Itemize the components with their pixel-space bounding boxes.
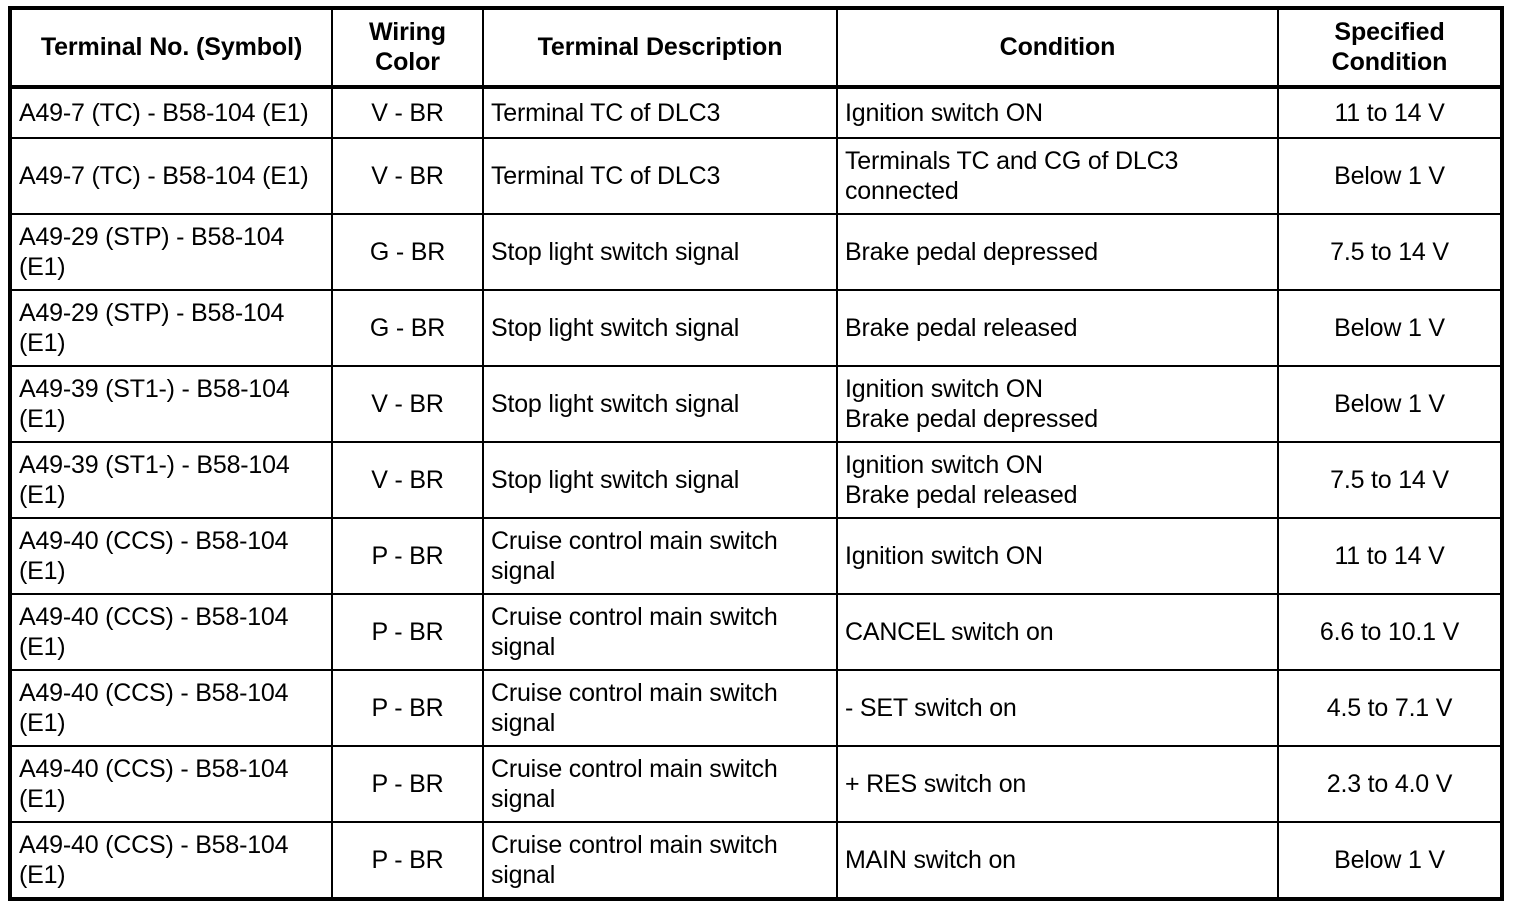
cell-descr: Stop light switch signal	[482, 213, 838, 291]
cell-cond: - SET switch on	[836, 669, 1279, 747]
cell-wiring: V - BR	[331, 86, 484, 139]
cell-terminal: A49-40 (CCS) - B58-104 (E1)	[9, 669, 333, 747]
cell-descr: Cruise control main switch signal	[482, 593, 838, 671]
cell-wiring: V - BR	[331, 137, 484, 215]
cell-terminal: A49-40 (CCS) - B58-104 (E1)	[9, 517, 333, 595]
column-header-specified-condition: Specified Condition	[1277, 7, 1503, 89]
cell-wiring: V - BR	[331, 365, 484, 443]
cell-spec-cond: 4.5 to 7.1 V	[1277, 669, 1503, 747]
cell-descr: Terminal TC of DLC3	[482, 137, 838, 215]
header-row: Terminal No. (Symbol) Wiring Color Termi…	[9, 7, 1503, 89]
cell-spec-cond: 7.5 to 14 V	[1277, 441, 1503, 519]
cell-cond: Ignition switch ON	[836, 86, 1279, 139]
column-header-terminal-description: Terminal Description	[482, 7, 838, 89]
cell-cond: Ignition switch ON Brake pedal depressed	[836, 365, 1279, 443]
cell-descr: Cruise control main switch signal	[482, 745, 838, 823]
terminal-specification-table: Terminal No. (Symbol) Wiring Color Termi…	[8, 6, 1504, 901]
column-header-condition: Condition	[836, 7, 1279, 89]
cell-wiring: V - BR	[331, 441, 484, 519]
cell-terminal: A49-39 (ST1-) - B58-104 (E1)	[9, 441, 333, 519]
cell-wiring: P - BR	[331, 745, 484, 823]
cell-wiring: G - BR	[331, 213, 484, 291]
cell-spec-cond: Below 1 V	[1277, 137, 1503, 215]
cell-terminal: A49-40 (CCS) - B58-104 (E1)	[9, 593, 333, 671]
cell-terminal: A49-7 (TC) - B58-104 (E1)	[9, 137, 333, 215]
cell-cond: Ignition switch ON	[836, 517, 1279, 595]
cell-terminal: A49-29 (STP) - B58-104 (E1)	[9, 289, 333, 367]
cell-descr: Cruise control main switch signal	[482, 821, 838, 900]
cell-descr: Stop light switch signal	[482, 365, 838, 443]
cell-terminal: A49-39 (ST1-) - B58-104 (E1)	[9, 365, 333, 443]
cell-descr: Stop light switch signal	[482, 289, 838, 367]
cell-descr: Stop light switch signal	[482, 441, 838, 519]
cell-spec-cond: 7.5 to 14 V	[1277, 213, 1503, 291]
cell-descr: Cruise control main switch signal	[482, 669, 838, 747]
cell-descr: Terminal TC of DLC3	[482, 86, 838, 139]
cell-cond: Ignition switch ON Brake pedal released	[836, 441, 1279, 519]
cell-spec-cond: Below 1 V	[1277, 289, 1503, 367]
cell-wiring: P - BR	[331, 593, 484, 671]
cell-wiring: P - BR	[331, 821, 484, 900]
cell-cond: CANCEL switch on	[836, 593, 1279, 671]
cell-wiring: P - BR	[331, 669, 484, 747]
cell-cond: + RES switch on	[836, 745, 1279, 823]
document-sheet: Terminal No. (Symbol) Wiring Color Termi…	[8, 6, 1504, 901]
cell-terminal: A49-40 (CCS) - B58-104 (E1)	[9, 745, 333, 823]
cell-cond: Terminals TC and CG of DLC3 connected	[836, 137, 1279, 215]
column-header-wiring-color: Wiring Color	[331, 7, 484, 89]
cell-cond: MAIN switch on	[836, 821, 1279, 900]
cell-terminal: A49-7 (TC) - B58-104 (E1)	[9, 86, 333, 139]
cell-spec-cond: 11 to 14 V	[1277, 517, 1503, 595]
column-header-terminal-no: Terminal No. (Symbol)	[9, 7, 333, 89]
cell-spec-cond: 2.3 to 4.0 V	[1277, 745, 1503, 823]
cell-spec-cond: Below 1 V	[1277, 365, 1503, 443]
cell-terminal: A49-40 (CCS) - B58-104 (E1)	[9, 821, 333, 900]
cell-descr: Cruise control main switch signal	[482, 517, 838, 595]
cell-cond: Brake pedal released	[836, 289, 1279, 367]
cell-spec-cond: Below 1 V	[1277, 821, 1503, 900]
table-header: Terminal No. (Symbol) Wiring Color Termi…	[9, 7, 1503, 89]
cell-cond: Brake pedal depressed	[836, 213, 1279, 291]
cell-spec-cond: 6.6 to 10.1 V	[1277, 593, 1503, 671]
cell-spec-cond: 11 to 14 V	[1277, 86, 1503, 139]
cell-wiring: P - BR	[331, 517, 484, 595]
cell-terminal: A49-29 (STP) - B58-104 (E1)	[9, 213, 333, 291]
cell-wiring: G - BR	[331, 289, 484, 367]
